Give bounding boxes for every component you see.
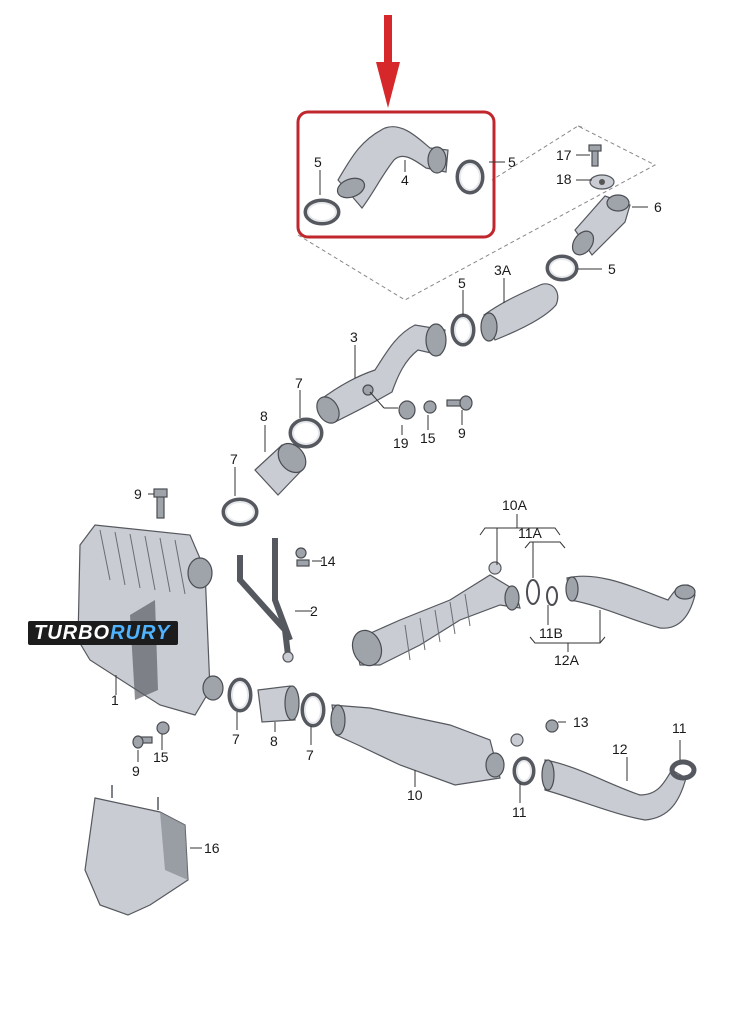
- nut-part-15-upper: [423, 400, 437, 414]
- clamp-part-5-left: [303, 198, 341, 226]
- hose-part-4: [336, 126, 449, 209]
- clamp-part-5-right: [455, 159, 485, 195]
- label-part-15-upper: 15: [420, 430, 436, 446]
- label-part-3: 3: [350, 329, 358, 345]
- ring-part-11a: [526, 579, 540, 605]
- bolt-part-9-bottom: [132, 735, 153, 749]
- label-part-11-lower: 11: [512, 804, 527, 820]
- label-part-7-lower-left: 7: [232, 731, 240, 747]
- label-part-9-upper: 9: [458, 425, 466, 441]
- hose-part-12: [541, 759, 687, 821]
- label-part-11-right: 11: [672, 720, 687, 736]
- watermark-text-part1: TURBO: [34, 622, 111, 644]
- pipe-part-10: [330, 704, 524, 786]
- clamp-part-5-middle: [450, 313, 476, 347]
- label-part-9-left: 9: [134, 486, 142, 502]
- label-part-5-left: 5: [314, 154, 322, 170]
- label-part-3a: 3A: [494, 262, 512, 278]
- label-part-1: 1: [111, 692, 119, 708]
- label-part-7-mid: 7: [230, 451, 238, 467]
- clamp-part-7-mid: [221, 497, 259, 527]
- label-part-5-upper-right: 5: [608, 261, 616, 277]
- clamp-part-7-lower-left: [227, 677, 253, 713]
- bracket-part-18: [589, 174, 615, 190]
- indicator-arrow: [376, 15, 400, 108]
- pipe-part-3: [316, 323, 447, 424]
- clamp-part-7-upper: [288, 417, 324, 449]
- label-part-17: 17: [556, 147, 572, 163]
- sleeve-part-8-upper: [254, 442, 307, 496]
- pipe-part-10a: [351, 561, 521, 667]
- label-part-8-upper: 8: [260, 408, 268, 424]
- intercooler-part-1: [77, 524, 224, 716]
- hose-part-3a: [480, 283, 559, 342]
- label-part-9-bottom: 9: [132, 763, 140, 779]
- nut-part-15-lower: [156, 721, 170, 735]
- bolt-part-9-left: [153, 488, 168, 519]
- label-part-12a: 12A: [554, 652, 580, 668]
- hose-part-12a: [565, 575, 696, 629]
- label-part-2: 2: [310, 603, 318, 619]
- label-part-19: 19: [393, 435, 409, 451]
- group-bracket-11a: [524, 541, 566, 549]
- connector-part-6: [571, 194, 631, 256]
- watermark-text: TURBORURY: [34, 621, 170, 645]
- air-duct-part-16: [84, 785, 189, 916]
- grommet-part-19: [398, 400, 416, 420]
- bolt-part-14: [295, 547, 310, 567]
- clamp-part-7-lower-right: [300, 692, 326, 728]
- label-part-12: 12: [612, 741, 628, 757]
- clamp-part-5-upper-right: [545, 254, 579, 282]
- ring-part-11b: [546, 586, 558, 606]
- watermark-text-part2: RURY: [110, 622, 171, 644]
- subassembly-outline: [297, 125, 657, 301]
- highlight-box: [296, 110, 496, 239]
- label-part-11a: 11A: [518, 525, 543, 541]
- bolt-part-9-upper: [446, 395, 473, 411]
- clamp-part-11-right: [669, 759, 697, 781]
- clamp-part-11-lower: [512, 756, 536, 786]
- group-bracket-10a: [479, 527, 561, 536]
- label-part-8-lower: 8: [270, 733, 278, 749]
- label-part-7-lower-right: 7: [306, 747, 314, 763]
- bolt-part-17: [588, 144, 602, 167]
- watermark-logo: [28, 621, 178, 645]
- label-part-11b: 11B: [539, 625, 563, 641]
- label-part-5-right: 5: [508, 154, 516, 170]
- label-part-15-lower: 15: [153, 749, 169, 765]
- label-part-13: 13: [573, 714, 589, 730]
- label-part-10: 10: [407, 787, 423, 803]
- bracket-part-2: [237, 538, 294, 663]
- label-part-18: 18: [556, 171, 572, 187]
- label-part-14: 14: [320, 553, 336, 569]
- label-part-5-middle: 5: [458, 275, 466, 291]
- nut-part-13: [545, 719, 559, 733]
- label-part-10a: 10A: [502, 497, 528, 513]
- sleeve-part-8-lower: [257, 685, 300, 723]
- label-part-16: 16: [204, 840, 220, 856]
- label-part-4: 4: [401, 172, 409, 188]
- label-part-6: 6: [654, 199, 662, 215]
- label-part-7-upper: 7: [295, 375, 303, 391]
